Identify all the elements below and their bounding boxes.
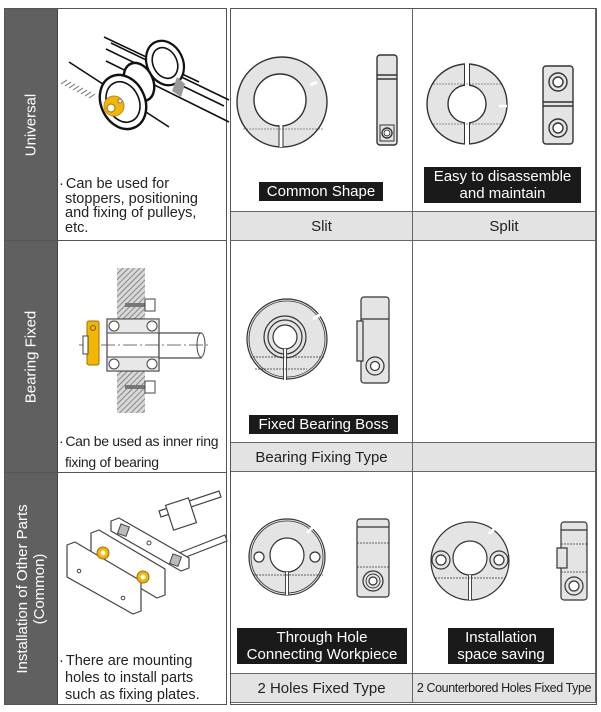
feature-badge: Common Shape [259,182,383,201]
description-line: ·Can be used as inner ring [59,431,220,452]
badge-line: Installation [465,629,537,646]
feature-badge: Fixed Bearing Boss [249,415,398,434]
feature-badge: Through Hole Connecting Workpiece [237,628,407,664]
description-text: Can be used for stoppers, positioning an… [65,176,198,236]
badge-line: and maintain [459,185,546,202]
category-label: Bearing Fixed [22,310,40,403]
category-header: Universal [5,9,58,240]
category-label: Universal [22,93,40,156]
two-hole-collar-drawing [248,518,390,598]
row-universal-usage: Universal [4,8,230,241]
split-collar-drawing [426,63,574,145]
badge-line: Connecting Workpiece [246,646,398,663]
collar-type-label-empty [413,443,596,472]
bullet-mark: · [59,176,64,192]
description-text: such as fixing plates. [65,687,200,703]
counterbored-collar-drawing [430,521,588,601]
category-header: Bearing Fixed [5,241,58,472]
category-header: Installation of Other Parts (Common) [5,473,58,704]
description-text: There are mounting [65,653,193,669]
usage-description: ·There are mounting holes to install par… [59,653,220,704]
collar-type-label: Split [413,212,596,241]
badge-line: Easy to disassemble [433,168,572,185]
usage-description: ·Can be used for stoppers, positioning a… [59,176,220,236]
collar-type-cell-two-holes: Through Hole Connecting Workpiece [231,472,413,674]
category-label-line: Installation of Other Parts [14,503,31,674]
collar-type-label: Bearing Fixing Type [231,443,413,472]
slit-collar-drawing [236,54,398,148]
description-text: holes to install parts [65,670,194,686]
row-bearing-fixed-usage: Bearing Fixed [4,240,227,473]
collar-type-cell-bearing-fixing: Fixed Bearing Boss [231,241,413,443]
collar-type-cell-split: Easy to disassemble and maintain [413,9,596,212]
category-label-line: (Common) [31,553,48,624]
collar-type-grid: Common Shape [230,8,597,705]
description-text: fixing of bearing [65,454,159,470]
collar-type-cell-counterbored: Installation space saving [413,472,596,674]
row-installation-usage: Installation of Other Parts (Common) [4,472,228,705]
bearing-boss-collar-drawing [246,296,390,384]
collar-type-label: 2 Holes Fixed Type [231,674,413,703]
usage-description: ·Can be used as inner ring fixing of bea… [59,431,220,473]
collar-type-cell-empty [413,241,596,443]
collar-type-label: Slit [231,212,413,241]
description-line: ·There are mounting [59,653,220,670]
description-text: Can be used as inner ring [65,433,219,449]
category-label: Installation of Other Parts (Common) [14,504,48,673]
bullet-mark: · [59,653,64,669]
collar-type-label: 2 Counterbored Holes Fixed Type [413,674,596,703]
feature-badge: Installation space saving [448,628,554,664]
bullet-mark: · [59,433,64,449]
feature-badge: Easy to disassemble and maintain [424,167,581,203]
badge-line: Through Hole [276,629,368,646]
badge-line: space saving [457,646,545,663]
collar-type-cell-slit: Common Shape [231,9,413,212]
